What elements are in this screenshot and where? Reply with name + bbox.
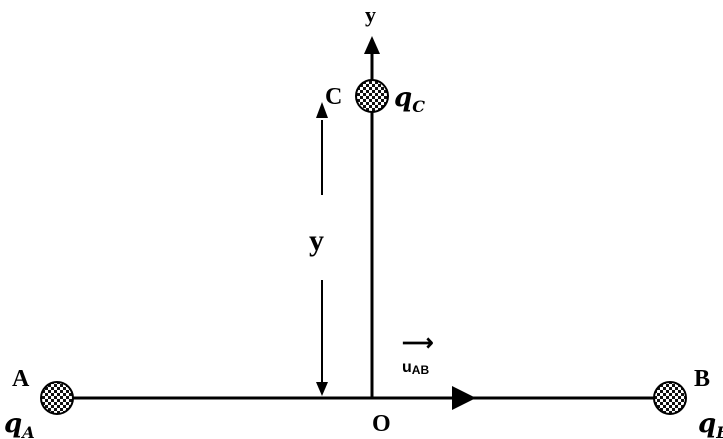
y-axis-arrowhead (364, 36, 380, 54)
point-c-label: C (325, 84, 342, 110)
point-a-label: A (12, 366, 30, 392)
uab-direction-arrow (452, 386, 476, 410)
charge-a-sphere (40, 381, 74, 415)
distance-label: y (309, 224, 324, 257)
charge-c-sphere (355, 79, 389, 113)
unit-vector-arrow: ⟶ (402, 330, 434, 355)
charge-b-label: qB (698, 409, 723, 439)
unit-vector-label: uAB (402, 359, 429, 377)
point-b-label: B (694, 366, 710, 392)
distance-arrowhead-bottom (316, 382, 328, 396)
charge-c-label: qC (394, 83, 425, 116)
charge-b-sphere (653, 381, 687, 415)
y-axis-label: y (365, 2, 376, 27)
origin-label: O (372, 411, 391, 437)
charge-a-label: qA (4, 409, 35, 439)
distance-arrowhead-top (316, 102, 328, 118)
